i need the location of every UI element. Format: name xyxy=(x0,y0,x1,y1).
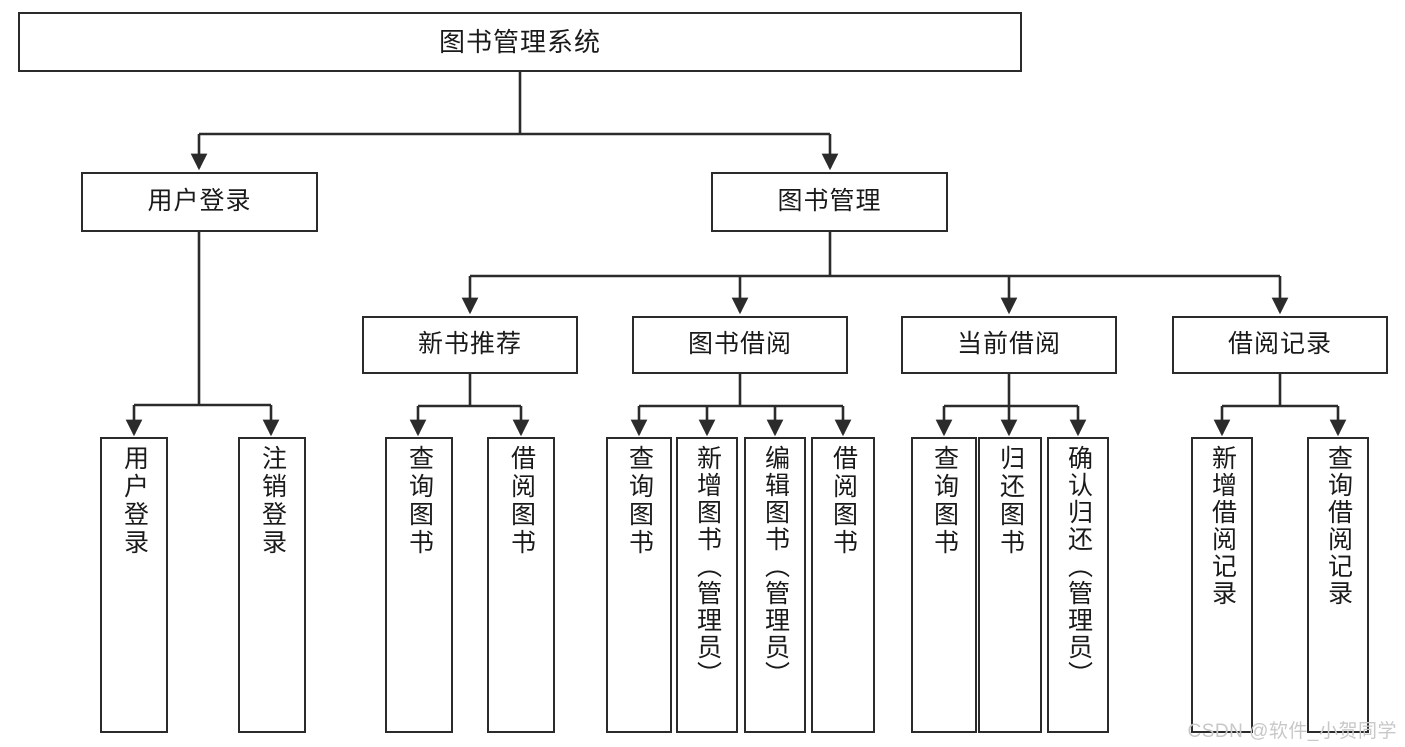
node-current-borrow[interactable]: 当前借阅 xyxy=(901,316,1117,374)
node-book-management[interactable]: 图书管理 xyxy=(711,172,948,232)
node-label: 图书管理系统 xyxy=(438,26,601,57)
node-borrow-records[interactable]: 借阅记录 xyxy=(1172,316,1388,374)
leaf-current-confirm-return-admin[interactable]: 确认归还（管理员） xyxy=(1047,437,1109,733)
node-label: 注销登录 xyxy=(258,445,287,557)
node-label: 编辑图书（管理员） xyxy=(761,445,790,688)
leaf-new-book-borrow-book[interactable]: 借阅图书 xyxy=(487,437,555,733)
node-label: 当前借阅 xyxy=(956,330,1061,359)
node-label: 借阅图书 xyxy=(507,445,536,557)
leaf-user-login-logout[interactable]: 注销登录 xyxy=(238,437,306,733)
node-label: 查询图书 xyxy=(625,445,654,557)
node-label: 新增借阅记录 xyxy=(1208,445,1237,607)
leaf-borrow-add-book-admin[interactable]: 新增图书（管理员） xyxy=(676,437,738,733)
node-root-book-management-system[interactable]: 图书管理系统 xyxy=(18,12,1022,72)
leaf-borrow-edit-book-admin[interactable]: 编辑图书（管理员） xyxy=(744,437,806,733)
node-label: 查询图书 xyxy=(930,445,959,557)
node-label: 查询借阅记录 xyxy=(1324,445,1353,607)
node-new-book-recommend[interactable]: 新书推荐 xyxy=(362,316,578,374)
leaf-borrow-query-book[interactable]: 查询图书 xyxy=(606,437,672,733)
leaf-borrow-borrow-book[interactable]: 借阅图书 xyxy=(811,437,875,733)
node-user-login[interactable]: 用户登录 xyxy=(81,172,318,232)
node-label: 新书推荐 xyxy=(417,330,522,359)
node-label: 归还图书 xyxy=(996,445,1025,557)
node-label: 新增图书（管理员） xyxy=(693,445,722,688)
leaf-current-return-book[interactable]: 归还图书 xyxy=(978,437,1042,733)
node-label: 图书管理 xyxy=(777,187,882,216)
node-label: 借阅图书 xyxy=(829,445,858,557)
node-label: 用户登录 xyxy=(147,187,252,216)
leaf-current-query-book[interactable]: 查询图书 xyxy=(911,437,977,733)
node-label: 图书借阅 xyxy=(687,330,792,359)
leaf-records-add-record[interactable]: 新增借阅记录 xyxy=(1191,437,1253,733)
leaf-new-book-query-book[interactable]: 查询图书 xyxy=(385,437,453,733)
leaf-records-query-record[interactable]: 查询借阅记录 xyxy=(1307,437,1369,733)
node-label: 查询图书 xyxy=(405,445,434,557)
node-label: 借阅记录 xyxy=(1227,330,1332,359)
csdn-watermark: CSDN @软件_小贺同学 xyxy=(1187,721,1397,742)
node-label: 用户登录 xyxy=(120,445,149,557)
node-label: 确认归还（管理员） xyxy=(1064,445,1093,688)
leaf-user-login-login[interactable]: 用户登录 xyxy=(100,437,168,733)
node-book-borrow[interactable]: 图书借阅 xyxy=(632,316,848,374)
